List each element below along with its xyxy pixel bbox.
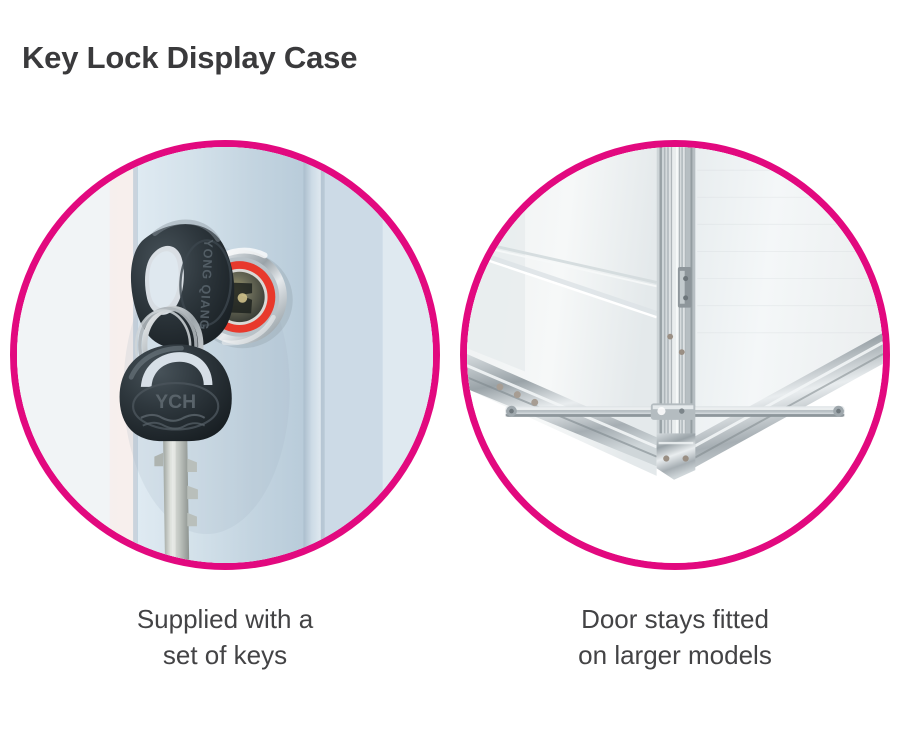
feature-key-lock: YONG QIANG [0, 140, 450, 674]
caption-line-1: Supplied with a [136, 604, 314, 634]
feature-door-stay: Door stays fitted on larger models [450, 140, 900, 674]
key-lock-caption: Supplied with a set of keys [137, 602, 313, 674]
key-lock-photo: YONG QIANG [10, 140, 440, 570]
caption-line-2: set of keys [162, 639, 288, 670]
door-stay-caption: Door stays fitted on larger models [578, 602, 772, 674]
door-stay-photo [460, 140, 890, 570]
upper-key-brand-text: YONG QIANG [197, 239, 216, 331]
door-stay-bar-graphic [505, 403, 845, 420]
lower-key-brand-text: YCH [155, 391, 196, 413]
lower-key-graphic: YCH [119, 344, 232, 563]
feature-list: YONG QIANG [0, 140, 900, 674]
hinge-detail [667, 266, 692, 355]
caption-line-1: Door stays fitted [581, 604, 769, 634]
page-title: Key Lock Display Case [22, 39, 358, 75]
caption-line-2: on larger models [578, 639, 772, 670]
